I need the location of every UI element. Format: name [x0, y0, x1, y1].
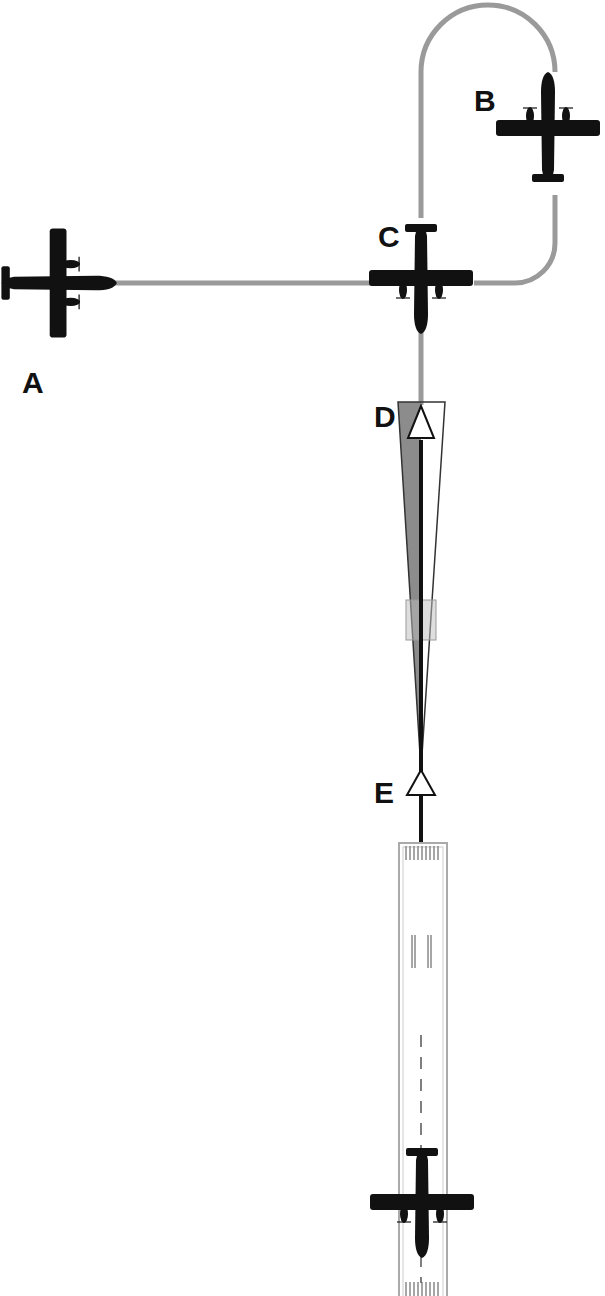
- threshold-stripe: [405, 1282, 407, 1296]
- threshold-stripe: [429, 1282, 431, 1296]
- threshold-stripe: [409, 1282, 411, 1296]
- threshold-stripe: [421, 1282, 423, 1296]
- point-letter: C: [378, 222, 400, 252]
- point-letter: B: [474, 86, 496, 116]
- threshold-stripe: [425, 1282, 427, 1296]
- threshold-stripe: [437, 1282, 439, 1296]
- point-letter: A: [22, 368, 44, 398]
- point-letter: E: [374, 778, 394, 808]
- navaid-triangle: [407, 770, 435, 795]
- threshold-stripe: [413, 1282, 415, 1296]
- aircraft: [370, 1148, 474, 1258]
- aircraft: [496, 72, 600, 182]
- threshold-stripe: [417, 846, 419, 860]
- threshold-stripe: [421, 846, 423, 860]
- threshold-stripe: [417, 1282, 419, 1296]
- threshold-stripe: [413, 846, 415, 860]
- threshold-stripe: [433, 846, 435, 860]
- threshold-stripe: [405, 846, 407, 860]
- navaid-triangle: [408, 406, 434, 438]
- aircraft: [1, 228, 116, 337]
- point-letter: D: [374, 402, 396, 432]
- threshold-stripe: [409, 846, 411, 860]
- threshold-stripe: [429, 846, 431, 860]
- threshold-stripe: [433, 1282, 435, 1296]
- threshold-stripe: [425, 846, 427, 860]
- threshold-stripe: [437, 846, 439, 860]
- ground-track: [104, 5, 555, 405]
